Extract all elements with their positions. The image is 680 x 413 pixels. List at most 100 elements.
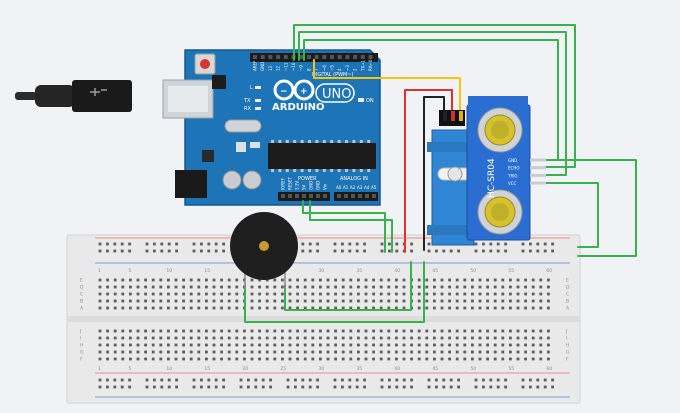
rail-hole bbox=[457, 378, 460, 382]
rail-hole bbox=[551, 378, 554, 382]
breadboard-hole bbox=[303, 350, 307, 354]
chip-pin bbox=[315, 169, 319, 172]
breadboard-hole bbox=[448, 285, 451, 289]
breadboard-row-letter: I bbox=[566, 336, 567, 342]
breadboard-hole bbox=[493, 306, 497, 310]
breadboard-hole bbox=[235, 285, 239, 289]
breadboard-hole bbox=[121, 329, 125, 333]
usb-interface-chip bbox=[212, 75, 226, 89]
breadboard-hole bbox=[121, 306, 125, 310]
rail-hole bbox=[551, 242, 554, 246]
breadboard-hole bbox=[531, 350, 535, 354]
breadboard-hole bbox=[334, 285, 337, 289]
breadboard-hole bbox=[349, 357, 353, 361]
breadboard-hole bbox=[395, 306, 398, 310]
breadboard-hole bbox=[174, 285, 178, 289]
rail-hole bbox=[380, 242, 384, 246]
rail-hole bbox=[316, 242, 319, 246]
breadboard-hole bbox=[311, 285, 315, 289]
rail-hole bbox=[333, 249, 337, 253]
rail-hole bbox=[474, 249, 478, 253]
sensor-mesh-bottom-inner bbox=[491, 203, 509, 221]
smd-component bbox=[236, 142, 246, 152]
breadboard-hole bbox=[182, 329, 185, 333]
arduino-logo: − + bbox=[273, 79, 315, 101]
breadboard-hole bbox=[205, 306, 208, 310]
breadboard-hole bbox=[235, 343, 239, 347]
breadboard-hole bbox=[250, 343, 254, 347]
breadboard-column-number: 50 bbox=[470, 366, 476, 372]
breadboard-hole bbox=[425, 357, 429, 361]
breadboard-hole bbox=[486, 306, 489, 310]
sensor-pin bbox=[530, 173, 546, 177]
rail-hole bbox=[435, 378, 438, 382]
rail-hole bbox=[167, 385, 171, 389]
rail-hole bbox=[128, 242, 131, 246]
rail-hole bbox=[106, 378, 109, 382]
breadboard-column-number: 25 bbox=[280, 366, 286, 372]
breadboard-hole bbox=[349, 278, 353, 282]
breadboard-hole bbox=[539, 306, 543, 310]
breadboard-hole bbox=[539, 350, 543, 354]
power-pin-label: GND bbox=[316, 181, 321, 190]
breadboard-hole bbox=[220, 343, 223, 347]
breadboard-hole bbox=[387, 285, 391, 289]
header-hole bbox=[351, 194, 355, 198]
breadboard-hole bbox=[402, 285, 406, 289]
breadboard-hole bbox=[417, 278, 421, 282]
usb-cable bbox=[15, 80, 132, 112]
breadboard-hole bbox=[174, 278, 178, 282]
rail-hole bbox=[449, 385, 453, 389]
breadboard-hole bbox=[151, 292, 155, 296]
breadboard-hole bbox=[243, 329, 246, 333]
breadboard-hole bbox=[167, 292, 170, 296]
breadboard-hole bbox=[189, 292, 193, 296]
servo-mount-tab-top bbox=[427, 142, 479, 152]
breadboard-hole bbox=[493, 278, 497, 282]
breadboard-row-letter: G bbox=[566, 350, 570, 356]
breadboard-holes bbox=[98, 242, 554, 389]
breadboard-hole bbox=[372, 336, 375, 340]
digital-pin-label: 7 bbox=[314, 68, 319, 71]
servo-horn-hub bbox=[447, 166, 463, 182]
rail-hole bbox=[192, 385, 196, 389]
breadboard-column-number: 50 bbox=[470, 268, 476, 274]
breadboard-hole bbox=[547, 343, 550, 347]
chip-pin bbox=[271, 140, 274, 143]
breadboard-hole bbox=[303, 278, 307, 282]
svg-text:+: + bbox=[300, 87, 308, 97]
breadboard-hole bbox=[182, 357, 185, 361]
breadboard-hole bbox=[174, 343, 178, 347]
sensor-pin-label: ECHO bbox=[508, 166, 519, 171]
breadboard-hole bbox=[106, 306, 109, 310]
breadboard-hole bbox=[113, 350, 117, 354]
rail-hole bbox=[427, 242, 431, 246]
rail-hole bbox=[529, 242, 532, 246]
tx-led-label: TX bbox=[243, 98, 251, 104]
reset-button-cap[interactable] bbox=[200, 59, 210, 69]
rail-hole bbox=[222, 378, 225, 382]
rail-hole bbox=[427, 385, 431, 389]
breadboard-row-letter: J bbox=[79, 329, 81, 335]
breadboard-hole bbox=[326, 292, 330, 296]
rail-hole bbox=[363, 242, 366, 246]
breadboard-hole bbox=[524, 278, 527, 282]
breadboard-hole bbox=[182, 350, 185, 354]
breadboard-hole bbox=[395, 350, 398, 354]
rail-hole bbox=[214, 385, 218, 389]
breadboard-hole bbox=[167, 350, 170, 354]
breadboard-hole bbox=[136, 278, 140, 282]
breadboard-hole bbox=[205, 285, 208, 289]
breadboard-hole bbox=[281, 336, 284, 340]
breadboard-hole bbox=[197, 285, 201, 289]
breadboard-hole bbox=[379, 357, 383, 361]
breadboard-hole bbox=[379, 285, 383, 289]
breadboard-hole bbox=[113, 357, 117, 361]
breadboard-hole bbox=[524, 292, 527, 296]
breadboard-hole bbox=[121, 350, 125, 354]
breadboard-hole bbox=[501, 278, 505, 282]
header-hole bbox=[365, 194, 369, 198]
breadboard-hole bbox=[319, 350, 322, 354]
breadboard-hole bbox=[281, 329, 284, 333]
rail-hole bbox=[254, 385, 258, 389]
